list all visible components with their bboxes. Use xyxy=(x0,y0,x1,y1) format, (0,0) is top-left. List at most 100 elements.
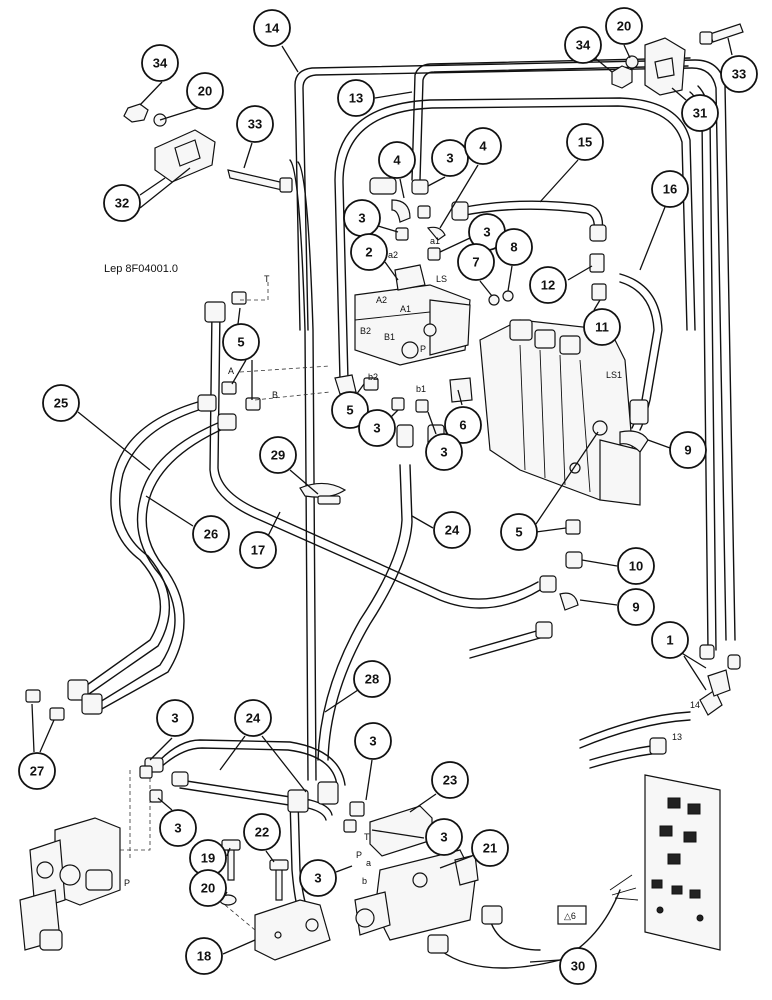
callout-7: 7 xyxy=(457,243,495,297)
callout-number: 3 xyxy=(483,225,490,240)
callout-number: 33 xyxy=(248,117,262,132)
svg-text:b: b xyxy=(362,876,367,886)
callout-bubble xyxy=(720,55,758,93)
distributor-valve-block xyxy=(479,319,641,506)
callout-leader xyxy=(243,142,253,169)
callout-number: 3 xyxy=(369,734,376,749)
callout-bubble xyxy=(471,829,509,867)
callout-number: 5 xyxy=(515,525,522,540)
callout-5: 5 xyxy=(500,431,599,551)
callout-34: 34 xyxy=(139,44,179,106)
callout-bubble xyxy=(259,436,297,474)
callout-3: 3 xyxy=(354,722,392,801)
callout-10: 10 xyxy=(581,547,655,585)
callout-bubble xyxy=(234,699,272,737)
callout-9: 9 xyxy=(579,588,655,626)
callout-24: 24 xyxy=(411,511,471,549)
callout-bubble xyxy=(243,813,281,851)
callout-21: 21 xyxy=(439,829,509,869)
callout-number: 3 xyxy=(314,871,321,886)
callout-leader xyxy=(581,559,618,567)
callout-bubble xyxy=(566,123,604,161)
callout-bubble xyxy=(354,722,392,760)
callout-number: 15 xyxy=(578,135,592,150)
callout-number: 34 xyxy=(153,56,168,71)
callout-leader xyxy=(149,737,173,761)
callout-22: 22 xyxy=(243,813,281,863)
callout-bubble xyxy=(378,141,416,179)
callout-leader xyxy=(439,855,473,869)
callout-number: 10 xyxy=(629,559,643,574)
callout-bubble xyxy=(433,511,471,549)
svg-text:P: P xyxy=(420,344,426,354)
callout-number: 34 xyxy=(576,38,591,53)
callout-15: 15 xyxy=(539,123,604,203)
callout-bubble xyxy=(605,7,643,45)
callout-bubble xyxy=(425,433,463,471)
callout-number: 3 xyxy=(174,821,181,836)
callout-23: 23 xyxy=(409,761,469,813)
callout-29: 29 xyxy=(259,436,319,495)
callout-bubble xyxy=(617,588,655,626)
dashed-guide-1 xyxy=(240,282,269,301)
callout-number: 25 xyxy=(54,396,68,411)
callout-bubble xyxy=(425,818,463,856)
hose-17 xyxy=(204,301,541,609)
callout-number: 23 xyxy=(443,773,457,788)
callout-leader xyxy=(479,280,493,297)
callout-bubble xyxy=(358,409,396,447)
callout-17: 17 xyxy=(239,511,281,569)
callout-number: 1 xyxy=(666,633,673,648)
callout-leader xyxy=(226,847,231,857)
callout-bubble xyxy=(617,547,655,585)
callout-bubble xyxy=(186,72,224,110)
callout-3: 3 xyxy=(371,818,463,856)
svg-text:A2: A2 xyxy=(376,295,387,305)
callout-20: 20 xyxy=(159,72,224,121)
callout-number: 8 xyxy=(510,240,517,255)
callout-bubble xyxy=(350,233,388,271)
callout-leader xyxy=(139,81,163,106)
callout-number: 3 xyxy=(373,421,380,436)
callout-12: 12 xyxy=(529,265,593,304)
callout-number: 4 xyxy=(479,139,487,154)
callout-33: 33 xyxy=(720,37,758,93)
clamp-31 xyxy=(611,23,744,96)
callout-number: 5 xyxy=(237,335,244,350)
wiring-harness-30 xyxy=(427,874,639,969)
callout-number: 24 xyxy=(246,711,261,726)
svg-text:P: P xyxy=(124,878,130,888)
callout-leader xyxy=(399,178,405,199)
callout-number: 3 xyxy=(358,211,365,226)
svg-text:b1: b1 xyxy=(416,384,426,394)
callout-leader xyxy=(427,176,446,187)
callout-3: 3 xyxy=(358,409,399,447)
callout-bubble xyxy=(222,323,260,361)
callout-leader xyxy=(529,959,561,963)
callout-bubble xyxy=(236,105,274,143)
callout-13: 13 xyxy=(337,79,413,117)
reference-label: Lep 8F04001.0 xyxy=(104,263,178,275)
svg-text:LS: LS xyxy=(436,274,447,284)
callout-number: 16 xyxy=(663,182,677,197)
callout-leader xyxy=(335,865,353,873)
callout-11: 11 xyxy=(583,299,621,346)
callout-number: 20 xyxy=(201,881,215,896)
bracket-18 xyxy=(254,899,331,961)
svg-text:a2: a2 xyxy=(388,250,398,260)
callout-3: 3 xyxy=(425,411,463,471)
dashed-guide-3 xyxy=(254,391,331,401)
callout-number: 33 xyxy=(732,67,746,82)
callout-leader xyxy=(535,431,599,533)
callout-number: 4 xyxy=(393,153,401,168)
callout-3: 3 xyxy=(299,859,353,897)
callout-3: 3 xyxy=(343,199,399,237)
callout-number: 13 xyxy=(349,91,363,106)
hose-15 xyxy=(451,200,607,242)
callout-leader xyxy=(439,164,479,229)
callout-25: 25 xyxy=(42,384,151,471)
callout-31: 31 xyxy=(671,87,719,132)
callout-4: 4 xyxy=(439,127,502,229)
svg-text:B2: B2 xyxy=(360,326,371,336)
callout-leader xyxy=(371,829,425,839)
